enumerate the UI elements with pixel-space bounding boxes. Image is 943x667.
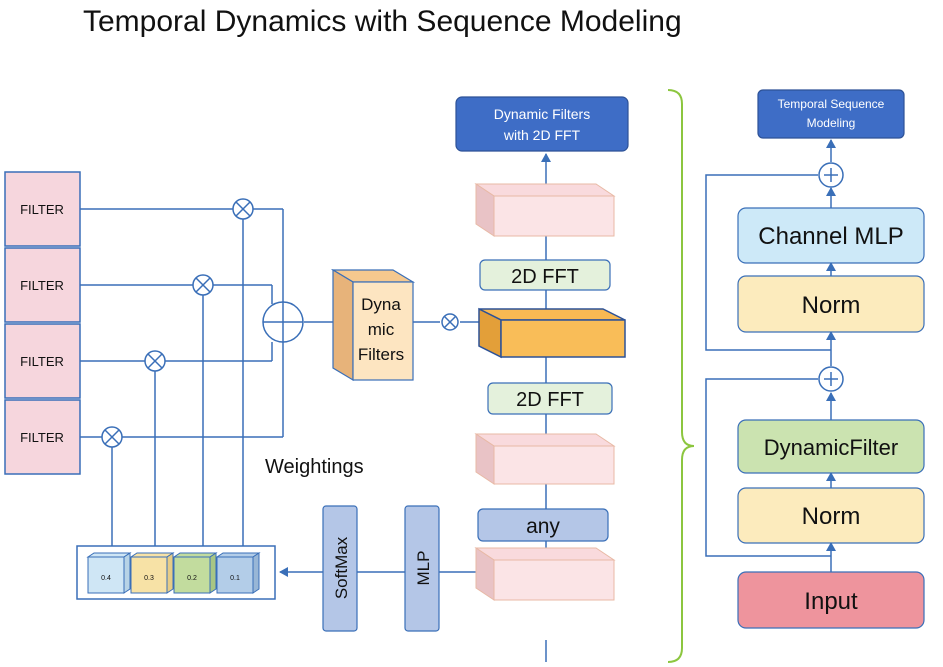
fft-top-label: 2D FFT [511,266,579,288]
feature-slab-middle [474,433,616,485]
weight-value: 0.2 [187,575,197,582]
weightings-label: Weightings [265,456,364,478]
multiply-icon [101,426,123,448]
weight-cube-3: 0.2 [172,552,218,594]
dynamic-filter-label: DynamicFilter [764,435,898,460]
any-label: any [526,515,560,538]
center-output-box: Dynamic Filters with 2D FFT [455,96,629,152]
feature-slab-bottom [474,547,616,601]
softmax-label: SoftMax [332,536,351,599]
fft-bottom-block: 2D FFT [487,382,613,415]
dynamic-filters-label-2: mic [368,320,395,339]
mlp-block: MLP [404,505,440,632]
sum-icon [262,301,304,343]
weight-value: 0.4 [101,575,111,582]
filter-label: FILTER [20,202,64,217]
norm-bottom-block: Norm [737,487,925,544]
right-wires [705,139,836,572]
right-output-label-1: Temporal Sequence [778,97,885,111]
right-output-label-2: Modeling [807,116,856,130]
mlp-label: MLP [414,551,433,586]
norm-bottom-label: Norm [802,503,861,530]
weight-value: 0.3 [144,575,154,582]
feature-slab-orange [478,307,626,359]
filter-box-1: FILTER [4,171,81,247]
norm-top-label: Norm [802,292,861,319]
channel-mlp-block: Channel MLP [737,207,925,264]
weight-cube-1: 0.4 [86,552,132,594]
input-label: Input [804,588,858,615]
left-wires [80,208,479,552]
add-icon [818,162,844,188]
filter-box-3: FILTER [4,323,81,399]
multiply-icon [232,198,254,220]
filter-label: FILTER [20,430,64,445]
softmax-block: SoftMax [322,505,358,632]
filter-box-2: FILTER [4,247,81,323]
right-output-box: Temporal Sequence Modeling [757,89,905,139]
weights-bar: 0.4 0.3 0.2 0.1 [76,545,276,600]
weight-value: 0.1 [230,575,240,582]
dynamic-filters-label-3: Filters [358,345,404,364]
fft-top-block: 2D FFT [479,259,611,291]
dynamic-filter-block: DynamicFilter [737,419,925,474]
fft-bottom-label: 2D FFT [516,389,584,411]
any-block: any [477,508,609,542]
filter-label: FILTER [20,278,64,293]
multiply-icon [192,274,214,296]
dynamic-filters-label-1: Dyna [361,295,401,314]
center-output-label-2: with 2D FFT [503,127,581,143]
filter-label: FILTER [20,354,64,369]
input-block: Input [737,571,925,629]
multiply-icon [441,313,459,331]
weight-cube-4: 0.1 [215,552,261,594]
center-output-label-1: Dynamic Filters [494,106,590,122]
curly-bracket [667,89,695,663]
dynamic-filters-cube: Dyna mic Filters [330,268,416,382]
norm-top-block: Norm [737,275,925,333]
filter-box-4: FILTER [4,399,81,475]
channel-mlp-label: Channel MLP [758,223,903,250]
add-icon [818,366,844,392]
page-title: Temporal Dynamics with Sequence Modeling [83,5,682,38]
multiply-icon [144,350,166,372]
feature-slab-top [474,183,616,237]
weight-cube-2: 0.3 [129,552,175,594]
